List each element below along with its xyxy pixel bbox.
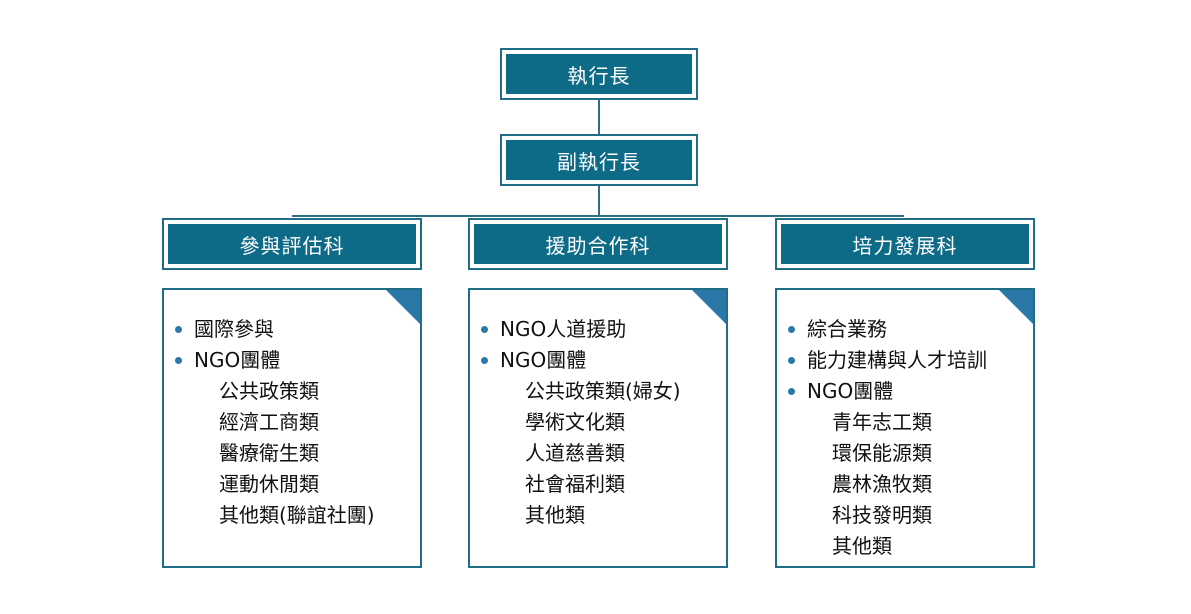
list-item: 青年志工類 bbox=[832, 410, 932, 434]
list-item: 農林漁牧類 bbox=[832, 472, 932, 496]
list-item: 運動休閒類 bbox=[219, 472, 319, 496]
list-item: 醫療衛生類 bbox=[219, 441, 319, 465]
deputy-box: 副執行長 bbox=[500, 134, 698, 186]
corner-fold-decoration bbox=[692, 290, 726, 324]
deputy-title: 副執行長 bbox=[506, 140, 692, 180]
connector-deputy-branch bbox=[598, 184, 600, 216]
department-panel-3: 綜合業務 能力建構與人才培訓 NGO團體 青年志工類 環保能源類 農林漁牧類 科… bbox=[775, 288, 1035, 568]
connector-ceo-deputy bbox=[598, 98, 600, 138]
department-panel-2: NGO人道援助 NGO團體 公共政策類(婦女) 學術文化類 人道慈善類 社會福利… bbox=[468, 288, 728, 568]
department-title: 參與評估科 bbox=[168, 224, 416, 264]
department-panel-1: 國際參與 NGO團體 公共政策類 經濟工商類 醫療衛生類 運動休閒類 其他類(聯… bbox=[162, 288, 422, 568]
list-item: NGO團體 bbox=[478, 345, 681, 376]
list-item: 綜合業務 bbox=[785, 314, 987, 345]
list-item: NGO團體 bbox=[785, 376, 987, 407]
list-item: 公共政策類 bbox=[219, 379, 319, 403]
department-title: 援助合作科 bbox=[474, 224, 722, 264]
list-item: 公共政策類(婦女) bbox=[525, 379, 681, 403]
list-item: 能力建構與人才培訓 bbox=[785, 345, 987, 376]
list-item: 經濟工商類 bbox=[219, 410, 319, 434]
connector-horizontal bbox=[292, 215, 904, 217]
corner-fold-decoration bbox=[386, 290, 420, 324]
department-item-list: 綜合業務 能力建構與人才培訓 NGO團體 青年志工類 環保能源類 農林漁牧類 科… bbox=[785, 314, 987, 562]
department-item-list: 國際參與 NGO團體 公共政策類 經濟工商類 醫療衛生類 運動休閒類 其他類(聯… bbox=[172, 314, 375, 531]
list-item: 學術文化類 bbox=[525, 410, 625, 434]
ceo-box: 執行長 bbox=[500, 48, 698, 100]
department-title: 培力發展科 bbox=[781, 224, 1029, 264]
list-item: 其他類 bbox=[525, 503, 585, 527]
list-item: NGO團體 bbox=[172, 345, 375, 376]
ceo-title: 執行長 bbox=[506, 54, 692, 94]
department-box-1: 參與評估科 bbox=[162, 218, 422, 270]
list-item: NGO人道援助 bbox=[478, 314, 681, 345]
list-item: 國際參與 bbox=[172, 314, 375, 345]
list-item: 社會福利類 bbox=[525, 472, 625, 496]
list-item: 科技發明類 bbox=[832, 503, 932, 527]
list-item: 人道慈善類 bbox=[525, 441, 625, 465]
department-box-2: 援助合作科 bbox=[468, 218, 728, 270]
department-box-3: 培力發展科 bbox=[775, 218, 1035, 270]
list-item: 環保能源類 bbox=[832, 441, 932, 465]
list-item: 其他類(聯誼社團) bbox=[219, 503, 375, 527]
corner-fold-decoration bbox=[999, 290, 1033, 324]
list-item: 其他類 bbox=[832, 534, 892, 558]
department-item-list: NGO人道援助 NGO團體 公共政策類(婦女) 學術文化類 人道慈善類 社會福利… bbox=[478, 314, 681, 531]
